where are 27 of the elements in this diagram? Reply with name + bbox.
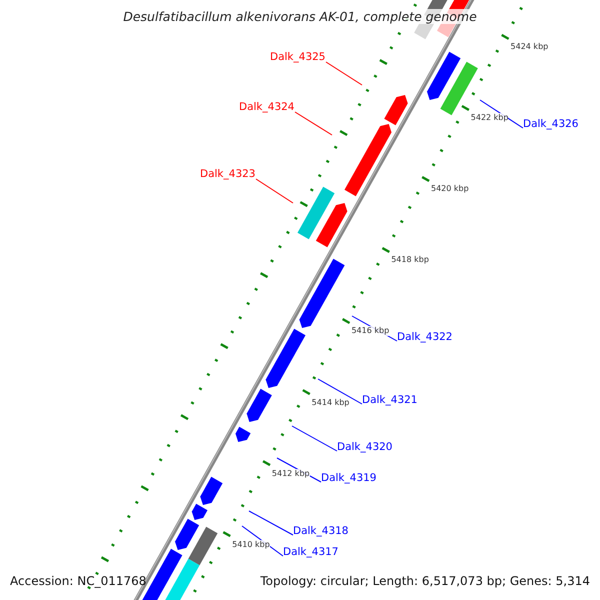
leader-line (326, 62, 362, 86)
scale-label: 5410 kbp (232, 540, 270, 550)
gene-label: Dalk_4320 (337, 441, 392, 454)
gene-label: Dalk_4323 (200, 168, 256, 181)
gene-label: Dalk_4321 (362, 394, 418, 407)
gene-label: Dalk_4326 (523, 118, 578, 131)
footer-text: Topology: circular; Length: 6,517,073 bp; Genes: 5,314 (260, 574, 590, 588)
gene-label: Dalk_4318 (293, 525, 348, 538)
scale-label: 5420 kbp (430, 184, 469, 194)
scale-label: 5422 kbp (470, 113, 508, 124)
leader-line (256, 178, 294, 204)
leader-line (248, 510, 294, 536)
footer-text: Accession: NC_011768 (10, 574, 146, 588)
leader-line (318, 378, 362, 404)
scale-label: 5424 kbp (510, 42, 548, 52)
gene-label: Dalk_4319 (321, 472, 376, 485)
gene-label: Dalk_4324 (239, 101, 294, 114)
gene-label: Dalk_4325 (270, 51, 326, 64)
scale-label: 5418 kbp (391, 255, 429, 266)
gene-label: Dalk_4322 (397, 331, 452, 344)
scale-label: 5416 kbp (351, 326, 390, 336)
title: Desulfatibacillum alkenivorans AK-01, complete genome (123, 9, 477, 24)
leader-line (292, 426, 338, 452)
scale-label: 5412 kbp (272, 468, 310, 479)
leader-line (294, 112, 332, 136)
scale-label: 5414 kbp (312, 398, 350, 408)
gene-label: Dalk_4317 (283, 546, 338, 559)
